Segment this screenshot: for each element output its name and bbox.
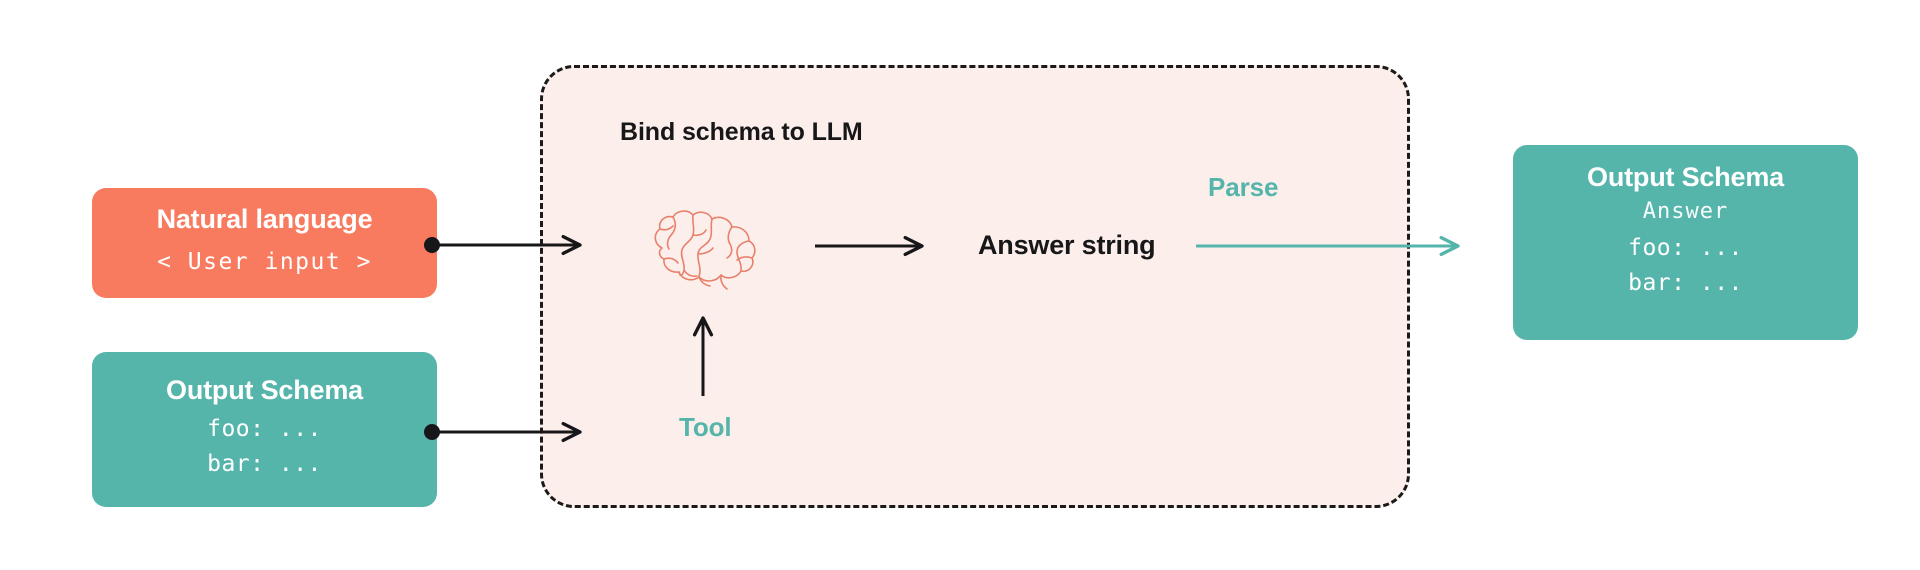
brain-icon bbox=[648, 204, 766, 290]
input-output-schema-field-bar: bar: ... bbox=[207, 451, 322, 478]
natural-language-card[interactable]: Natural language < User input > bbox=[92, 188, 437, 298]
input-output-schema-card[interactable]: Output Schema foo: ... bar: ... bbox=[92, 352, 437, 507]
input-output-schema-fields: foo: ... bar: ... bbox=[207, 412, 322, 483]
answer-string-label: Answer string bbox=[978, 230, 1156, 260]
tool-label: Tool bbox=[679, 412, 732, 442]
output-schema-card[interactable]: Output Schema Answer foo: ... bar: ... bbox=[1513, 145, 1858, 340]
parse-label: Parse bbox=[1208, 172, 1279, 202]
natural-language-value: < User input > bbox=[157, 249, 372, 276]
input-output-schema-title: Output Schema bbox=[166, 375, 363, 406]
bind-schema-to-llm-container bbox=[540, 65, 1410, 508]
output-schema-field-bar: bar: ... bbox=[1628, 270, 1743, 297]
bind-schema-to-llm-title: Bind schema to LLM bbox=[620, 118, 863, 146]
natural-language-title: Natural language bbox=[156, 204, 373, 235]
output-schema-fields: foo: ... bar: ... bbox=[1628, 231, 1743, 302]
output-schema-title: Output Schema bbox=[1587, 162, 1784, 192]
output-schema-field-foo: foo: ... bbox=[1628, 234, 1743, 261]
output-schema-class-name: Answer bbox=[1642, 198, 1729, 224]
input-output-schema-field-foo: foo: ... bbox=[207, 415, 322, 442]
